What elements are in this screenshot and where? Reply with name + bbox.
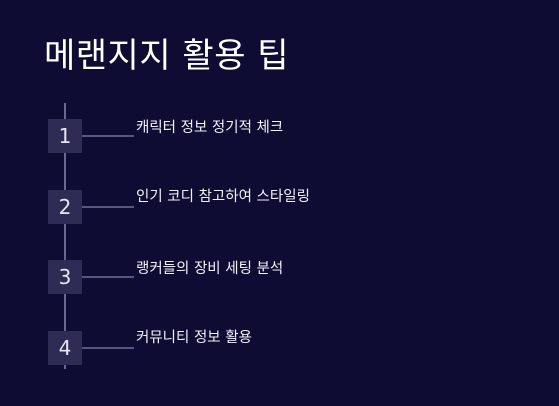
timeline-line [64, 103, 66, 369]
step-number-badge: 4 [48, 331, 82, 365]
step-item-4: 4 커뮤니티 정보 활용 [48, 330, 559, 365]
step-label: 인기 코디 참고하여 스타일링 [136, 189, 310, 205]
step-label: 캐릭터 정보 정기적 체크 [136, 120, 284, 136]
step-item-1: 1 캐릭터 정보 정기적 체크 [48, 119, 559, 153]
step-number-badge: 2 [48, 190, 82, 224]
step-connector [82, 276, 134, 278]
step-number-badge: 1 [48, 119, 82, 153]
page-title: 메랜지지 활용 팁 [44, 36, 290, 76]
step-item-3: 3 랭커들의 장비 세팅 분석 [48, 260, 559, 294]
step-item-2: 2 인기 코디 참고하여 스타일링 [48, 189, 559, 224]
step-connector [82, 347, 134, 349]
step-label: 커뮤니티 정보 활용 [136, 330, 252, 346]
step-connector [82, 135, 134, 137]
step-connector [82, 206, 134, 208]
step-label: 랭커들의 장비 세팅 분석 [136, 261, 284, 277]
step-number-badge: 3 [48, 260, 82, 294]
